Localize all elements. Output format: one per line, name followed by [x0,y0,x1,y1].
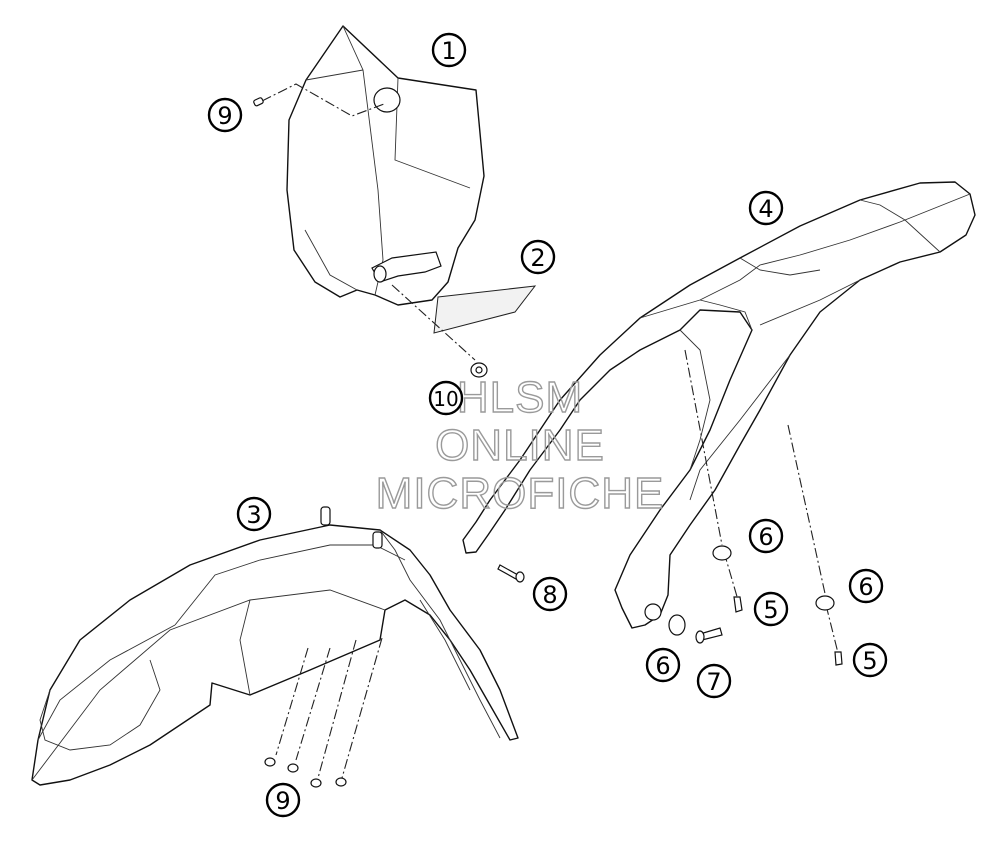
callout-9-bottom: 9 [265,782,301,818]
watermark-line-1: HLSM [457,373,583,422]
callout-6-right: 6 [848,568,884,604]
callout-3: 3 [236,496,272,532]
callout-6-bottom: 6 [645,647,681,683]
hardware [253,97,843,788]
callout-5-lower-label: 5 [862,647,877,675]
assembly-lines [261,83,839,779]
watermark: HLSM ONLINE MICROFICHE [375,372,665,518]
callout-5-upper: 5 [753,591,789,627]
callout-8-label: 8 [542,581,557,609]
callout-5-upper-label: 5 [763,596,778,624]
callout-4-label: 4 [758,195,773,223]
callout-5-lower: 5 [852,642,888,678]
callout-6-left-label: 6 [758,523,773,551]
callout-6-right-label: 6 [858,573,873,601]
callout-9-bottom-label: 9 [275,787,290,815]
callout-8: 8 [532,576,568,612]
callout-3-label: 3 [246,501,261,529]
callout-10-label: 10 [433,387,458,411]
callout-4: 4 [748,190,784,226]
callout-1: 1 [431,32,467,68]
decal-strip [433,285,537,334]
rear-fender [462,181,976,629]
callout-10: 10 [428,380,464,416]
callout-6-bottom-label: 6 [655,652,670,680]
front-fender [31,506,519,786]
callout-9-top: 9 [207,97,243,133]
callout-9-top-label: 9 [217,102,232,130]
number-plate [286,25,485,306]
callout-7-label: 7 [706,668,721,696]
callout-2: 2 [520,239,556,275]
callout-2-label: 2 [530,244,545,272]
callout-7: 7 [696,663,732,699]
callout-1-label: 1 [441,37,456,65]
watermark-line-3: MICROFICHE [376,469,665,518]
watermark-line-2: ONLINE [435,421,605,470]
callout-6-left: 6 [748,518,784,554]
